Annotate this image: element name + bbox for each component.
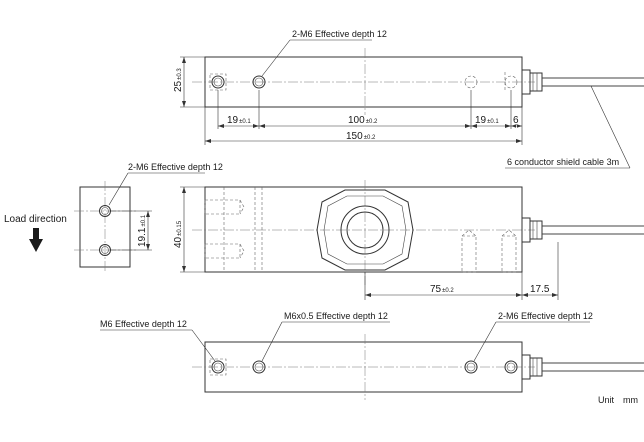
bottom-right-leader (473, 321, 497, 362)
cable-leader (590, 85, 631, 169)
dim-100-value: 100 (348, 115, 365, 126)
dim-19-left-value: 19 (227, 115, 239, 126)
dim-19-1-label: 19.1±0.1 (137, 214, 148, 247)
dim-19-left-label: 19±0.1 (227, 115, 251, 126)
front-hidden-thread-bottom-tip (239, 243, 245, 259)
dim-25-tol: ±0.3 (177, 68, 183, 80)
side-thread-leader (108, 172, 129, 206)
front-view: 40±0.15 75±0.2 17.5 (173, 180, 644, 300)
dim-40-label: 40±0.15 (173, 220, 184, 248)
bottom-hole-right-inner (466, 362, 476, 372)
dim-75-tol: ±0.2 (442, 288, 454, 294)
front-view-body (204, 186, 523, 273)
front-hidden-right-2 (501, 235, 517, 273)
end-hole-top-inner (101, 207, 109, 215)
top-hole-left-inner (213, 77, 223, 87)
dim-25-arrows (182, 57, 186, 107)
bottom-hole-mid (252, 360, 266, 374)
dim-6-label: 6 (513, 115, 519, 126)
dim-19-right-tol: ±0.1 (487, 119, 499, 125)
bottom-left-leader (191, 329, 216, 362)
top-hole-hidden-right (464, 75, 478, 89)
top-thread-label: 2-M6 Effective depth 12 (292, 29, 387, 39)
bottom-hole-left (211, 360, 225, 374)
load-arrow-head (29, 239, 43, 252)
bottom-hole-far-right (504, 360, 518, 374)
end-view: 2-M6 Effective depth 12 19.1±0.1 Load di… (4, 162, 223, 273)
dim-75-value: 75 (430, 284, 442, 295)
dim-19-1-value: 19.1 (137, 227, 148, 247)
top-hole-m6-left (252, 75, 266, 89)
load-direction-label: Load direction (4, 214, 67, 225)
front-hidden-thread-top-tip (239, 199, 245, 215)
bottom-hole-right (464, 360, 478, 374)
bottom-thread-left-label: M6 Effective depth 12 (100, 319, 187, 329)
dim-40-value: 40 (173, 236, 184, 248)
dim-19-right-label: 19±0.1 (475, 115, 499, 126)
bottom-hole-left-hidden (209, 358, 227, 376)
dim-25-label: 25±0.3 (173, 68, 184, 92)
bottom-connector-body (529, 357, 543, 377)
dim-150-label: 150±0.2 (346, 131, 376, 142)
dim-25-value: 25 (173, 80, 184, 92)
dim-17-5-label: 17.5 (530, 284, 550, 295)
unit-label: Unit (598, 395, 615, 405)
bottom-view: M6 Effective depth 12 M6x0.5 Effective d… (100, 311, 644, 400)
dim-19-right-value: 19 (475, 115, 487, 126)
top-view: 2-M6 Effective depth 12 25±0.3 19±0.1 10… (173, 29, 644, 169)
unit-value: mm (623, 395, 638, 405)
front-hidden-right-tips (461, 229, 517, 237)
bottom-hole-far-right-inner (506, 362, 516, 372)
top-thread-leader (261, 39, 291, 77)
top-hole-m6-left-inner (254, 77, 264, 87)
side-thread-label: 2-M6 Effective depth 12 (128, 162, 223, 172)
front-hidden-right-1 (461, 235, 477, 273)
front-sensing-outline (316, 189, 414, 271)
dim-75-label: 75±0.2 (430, 284, 454, 295)
dim-40-tol: ±0.15 (177, 220, 183, 236)
dim-150-value: 150 (346, 131, 363, 142)
bottom-thread-mid-label: M6x0.5 Effective depth 12 (284, 311, 388, 321)
top-hole-hidden-far-right (504, 75, 518, 89)
load-arrow-shaft (33, 228, 39, 240)
front-sensing-inner-outline (323, 195, 407, 265)
end-hole-bottom-inner (101, 246, 109, 254)
dim-19-left-tol: ±0.1 (239, 119, 251, 125)
dim-150-tol: ±0.2 (364, 135, 376, 141)
top-connector-body (529, 72, 543, 92)
top-hole-left-outer (211, 75, 225, 89)
front-sensing-bore (346, 211, 384, 249)
bottom-mid-leader (261, 321, 283, 362)
bottom-hole-left-inner (213, 362, 223, 372)
dim-75-arrows (365, 293, 558, 297)
dim-100-tol: ±0.2 (366, 119, 378, 125)
front-connector-body (529, 220, 543, 240)
dim-100-label: 100±0.2 (348, 115, 378, 126)
dim-19-1-tol: ±0.1 (141, 214, 147, 226)
front-hidden-thread-bottom (204, 243, 241, 259)
front-hidden-thread-top (204, 199, 241, 215)
bottom-hole-mid-inner (254, 362, 264, 372)
cable-label: 6 conductor shield cable 3m (507, 157, 619, 167)
front-sensing-ring (340, 205, 390, 255)
bottom-thread-right-label: 2-M6 Effective depth 12 (498, 311, 593, 321)
